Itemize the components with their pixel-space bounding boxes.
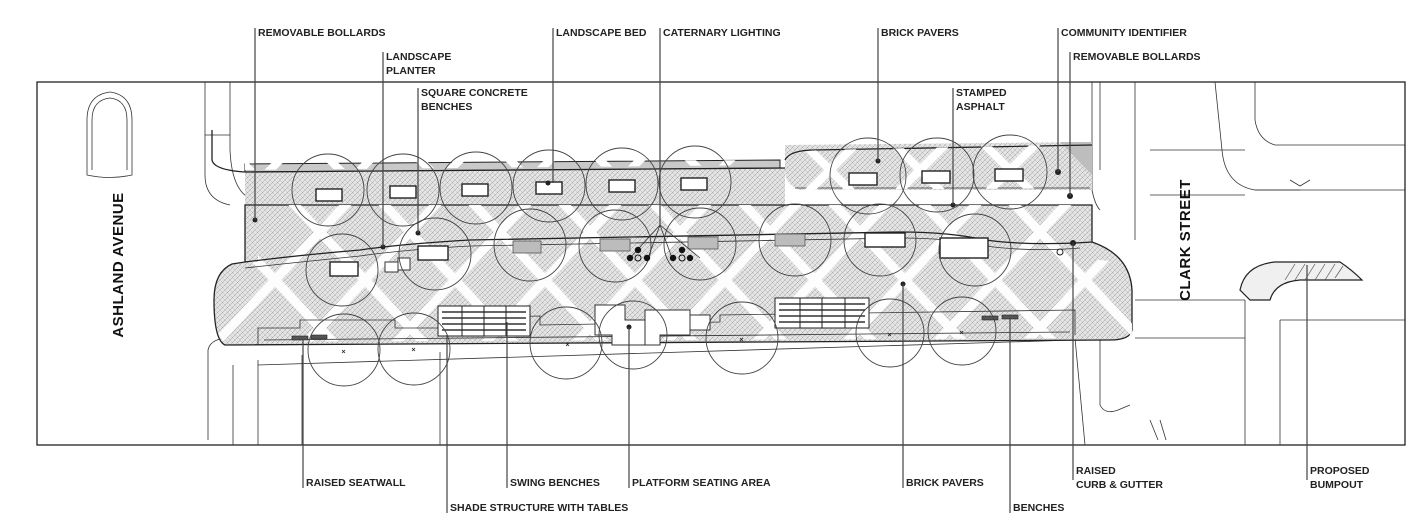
callout-caternary-lighting: CATERNARY LIGHTING: [663, 27, 781, 39]
north-planting-strip: [211, 130, 1093, 205]
callout-stamped-asphalt-line1: STAMPED: [956, 87, 1007, 99]
callout-brick-pavers-top: BRICK PAVERS: [881, 27, 959, 39]
callout-brick-pavers-bottom: BRICK PAVERS: [906, 477, 984, 489]
tree-canopies: [291, 134, 1048, 387]
callout-labels-bottom: RAISED SEATWALL SHADE STRUCTURE WITH TAB…: [306, 465, 1370, 514]
platform-seating: [384, 257, 711, 346]
landscape-planters: [315, 168, 1024, 277]
callout-benches: BENCHES: [1013, 502, 1064, 514]
callout-proposed-bumpout-line2: BUMPOUT: [1310, 479, 1364, 491]
callout-square-concrete-benches-line1: SQUARE CONCRETE: [421, 87, 528, 99]
callout-landscape-planter-line2: PLANTER: [386, 65, 436, 77]
street-label-ashland: ASHLAND AVENUE: [110, 192, 127, 337]
callout-proposed-bumpout-line1: PROPOSED: [1310, 465, 1370, 477]
callout-raised-curb-gutter-line1: RAISED: [1076, 465, 1116, 477]
callout-community-identifier: COMMUNITY IDENTIFIER: [1061, 27, 1187, 39]
street-label-clark: CLARK STREET: [1177, 179, 1194, 301]
site-boundary: [36, 81, 1406, 446]
callout-removable-bollards-east: REMOVABLE BOLLARDS: [1073, 51, 1201, 63]
callout-raised-seatwall: RAISED SEATWALL: [306, 477, 406, 489]
callout-landscape-bed: LANDSCAPE BED: [556, 27, 647, 39]
callout-swing-benches: SWING BENCHES: [510, 477, 600, 489]
callout-removable-bollards-west: REMOVABLE BOLLARDS: [258, 27, 386, 39]
proposed-bumpout-area: [1239, 261, 1364, 301]
callout-landscape-planter-line1: LANDSCAPE: [386, 51, 451, 63]
callout-raised-curb-gutter-line2: CURB & GUTTER: [1076, 479, 1163, 491]
bumpout-hatch: [1284, 263, 1344, 281]
tree-center-marks: [341, 330, 964, 354]
seatwalls: [291, 314, 1019, 341]
callout-stamped-asphalt-line2: ASPHALT: [956, 101, 1005, 113]
callout-shade-structure-with-tables: SHADE STRUCTURE WITH TABLES: [450, 502, 628, 514]
callout-platform-seating-area: PLATFORM SEATING AREA: [632, 477, 771, 489]
top-leaders: [254, 28, 1071, 247]
shade-structures: [437, 297, 870, 337]
caternary-lighting-poles: [626, 224, 701, 262]
callout-square-concrete-benches-line2: BENCHES: [421, 101, 472, 113]
bottom-leaders: [302, 243, 1308, 513]
median-benches: [512, 233, 806, 254]
callout-labels-top: REMOVABLE BOLLARDS LANDSCAPE PLANTER SQU…: [258, 27, 1201, 113]
